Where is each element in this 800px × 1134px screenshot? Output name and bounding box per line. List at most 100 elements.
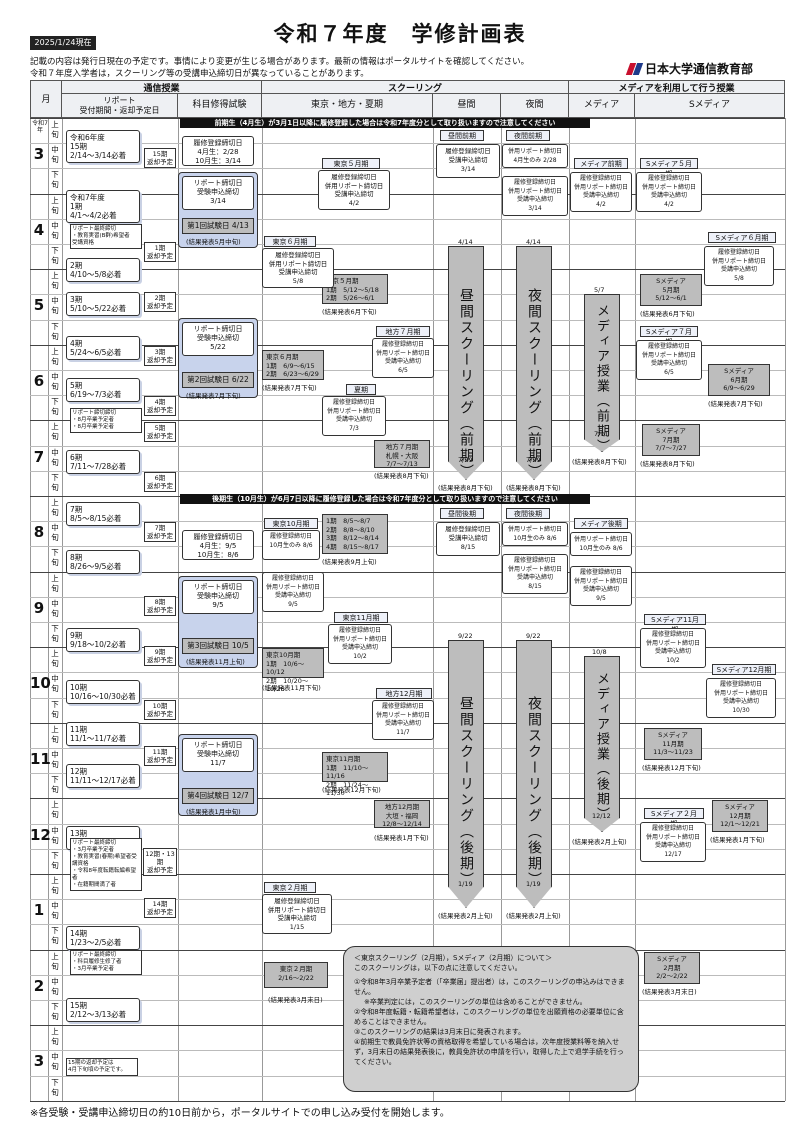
note-1: 記載の内容は発行日現在の予定です。事情により変更が生じる場合があります。最新の情… <box>30 57 530 67</box>
period-label: 下旬 <box>51 1077 59 1097</box>
smedia-july-result: (結果発表8月下旬) <box>640 460 695 468</box>
month-label: 9 <box>33 598 45 617</box>
night-second-title: 夜間スクーリング（後期） <box>526 696 542 888</box>
report-period: 6期 7/11～7/28必着 <box>66 450 140 474</box>
regional-dec-session: 地方12月期 大垣・福岡 12/8～12/14 <box>374 800 430 828</box>
period-label: 下旬 <box>51 472 59 492</box>
month-label: 11 <box>30 750 51 768</box>
tokyo-june-label: 東京６月期 <box>264 236 316 247</box>
month-label: 3 <box>33 145 45 164</box>
grid-row-line <box>30 571 785 573</box>
period-label: 下旬 <box>51 246 59 265</box>
tokyo-feb-deadline: 履修登録締切日 併用リポート締切日 受講申込締切 1/15 <box>262 894 332 934</box>
night-first-bar <box>516 246 552 480</box>
report-deadline-note: リポート最終締切 ・教育実習(B群)希望者 受講資格 <box>70 224 142 249</box>
return-schedule: 5期 返却予定 <box>144 422 176 442</box>
grid-column-line <box>433 118 434 1101</box>
exam-apply-deadline-3: リポート締切日 受験申込締切 9/5 <box>182 580 254 614</box>
period-label: 上旬 <box>51 951 59 971</box>
night-second-deadline: 履修登録締切日 併用リポート締切日 受講申込締切 8/15 <box>502 554 568 594</box>
smedia-june-label: Sメディア６月期 <box>708 232 776 243</box>
tokyo-june-result: (結果発表7月下旬) <box>262 384 317 392</box>
summer-label: 夏期 <box>346 384 376 395</box>
grid-column-line <box>62 118 63 1101</box>
col-schooling: スクーリング <box>262 80 569 94</box>
month-label: 7 <box>33 447 45 466</box>
organization-logo: 日本大学通信教育部 <box>628 60 753 77</box>
grid-row-line <box>30 420 785 422</box>
smedia-july-session: Sメディア 7月期 7/7～7/27 <box>642 424 700 456</box>
smedia-nov-deadline: 履修登録締切日 併用リポート締切日 受講申込締切 10/2 <box>640 628 706 668</box>
exam-reg-deadline-1: 履修登録締切日 4月生：2/28 10月生：3/14 <box>182 136 254 166</box>
report-period: 12期 11/11～12/17必着 <box>66 764 140 788</box>
grid-row-line <box>30 244 785 245</box>
period-label: 上旬 <box>51 271 59 291</box>
tokyo-feb-label: 東京２月期 <box>264 882 316 893</box>
smedia-feb-session: Sメディア 2月期 2/2～2/22 <box>644 952 700 984</box>
media-second-end: 12/12 <box>592 812 611 820</box>
return-schedule: 6期 返却予定 <box>144 472 176 492</box>
grid-row-line <box>30 596 785 598</box>
period-label: 中旬 <box>51 976 59 996</box>
return-schedule: 15期 返却予定 <box>144 148 176 168</box>
return-schedule: 8期 返却予定 <box>144 596 176 616</box>
report-deadline-note: リポート最終締切 ・3月卒業予定者 ・教育実習(春期)希望者受講資格 ・令和8年… <box>70 838 142 891</box>
regional-july-result: (結果発表8月下旬) <box>374 472 429 480</box>
period-label: 中旬 <box>51 598 59 618</box>
notice-item-3: ③このスクーリングの結果は3月末日に発表されます。 <box>354 1028 526 1036</box>
grid-row-line <box>30 848 785 850</box>
period-label: 中旬 <box>51 674 59 694</box>
tokyo-nov-deadline: 履修登録締切日 併用リポート締切日 受講申込締切 10/2 <box>328 624 392 664</box>
media-first-result: (結果発表8月下旬) <box>572 458 627 466</box>
day-second-end: 1/19 <box>458 880 473 888</box>
smedia-feb-deadline: 履修登録締切日 併用リポート締切日 受講申込締切 12/17 <box>640 822 706 862</box>
period-label: 中旬 <box>51 220 59 240</box>
night-first-label: 夜間前期 <box>506 130 550 141</box>
night-first-start: 4/14 <box>526 238 541 246</box>
smedia-july-deadline: 履修登録締切日 併用リポート締切日 受講申込締切 6/5 <box>636 340 702 380</box>
notice-item-1b: ※卒業判定には，このスクーリングの単位は含めることができません。 <box>364 998 587 1006</box>
period-label: 上旬 <box>51 876 59 895</box>
grid-column-line <box>48 118 49 1101</box>
period-label: 下旬 <box>51 170 59 190</box>
night-second-bar <box>516 640 552 908</box>
smedia-june-deadline: 履修登録締切日 併用リポート締切日 受講申込締切 5/8 <box>704 246 774 286</box>
media-second-bar <box>584 656 620 832</box>
exam-result-3: (結果発表11月上旬) <box>186 658 245 666</box>
period-label: 上旬 <box>51 346 59 366</box>
grid-row-line <box>30 521 785 523</box>
period-label: 上旬 <box>51 498 59 517</box>
night-first-title: 夜間スクーリング（前期） <box>526 288 542 480</box>
return-schedule: 11期 返却予定 <box>144 746 176 766</box>
exam-apply-deadline-2: リポート締切日 受験申込締切 5/22 <box>182 322 254 356</box>
col-exam: 科目修得試験 <box>178 94 262 118</box>
notice-title: ＜東京スクーリング（2月期），Sメディア（2月期）について＞ <box>354 954 553 962</box>
regional-july-label: 地方７月期 <box>376 326 430 337</box>
tokyo-nov-label: 東京11月期 <box>334 612 388 623</box>
report-period: 11期 11/1～11/7必着 <box>66 722 140 746</box>
smedia-dec-label: Sメディア12月期 <box>712 664 776 675</box>
period-label: 下旬 <box>51 1002 59 1021</box>
report-period: 7期 8/5～8/15必着 <box>66 502 140 526</box>
grid-row-line <box>30 748 785 749</box>
exam-date-4: 第4回試験日 12/7 <box>182 788 254 804</box>
exam-apply-deadline-1: リポート締切日 受験申込締切 3/14 <box>182 176 254 210</box>
period-label: 上旬 <box>51 800 59 820</box>
return-schedule: 10期 返却予定 <box>144 700 176 720</box>
banner-second-half: 後期生（10月生）が6月7日以降に履修登録した場合は令和7年度分として取り扱いま… <box>180 494 590 504</box>
report-period: 令和7年度 1期 4/1～4/2必着 <box>66 190 140 223</box>
media-first-end: 7/11 <box>594 430 609 438</box>
notice-item-1: ①令和8年3月卒業予定者（「卒業届」提出者）は，このスクーリングの申込みはできま… <box>354 978 625 996</box>
grid-row-line <box>30 193 785 195</box>
tokyo-feb-session: 東京２月期 2/16～2/22 <box>264 962 328 988</box>
grid-row-line <box>30 647 785 649</box>
night-first-reg: 併用リポート締切日 4月生のみ 2/28 <box>502 144 568 168</box>
report-period: 14期 1/23～2/5必着 <box>66 926 140 950</box>
day-first-label: 昼間前期 <box>440 130 484 141</box>
day-second-bar <box>448 640 484 908</box>
exam-date-1: 第1回試験日 4/13 <box>182 218 254 234</box>
period-label: 上旬 <box>51 724 59 744</box>
banner-first-half: 前期生（4月生）が3月1日以降に履修登録した場合は令和7年度分として取り扱います… <box>180 118 590 128</box>
